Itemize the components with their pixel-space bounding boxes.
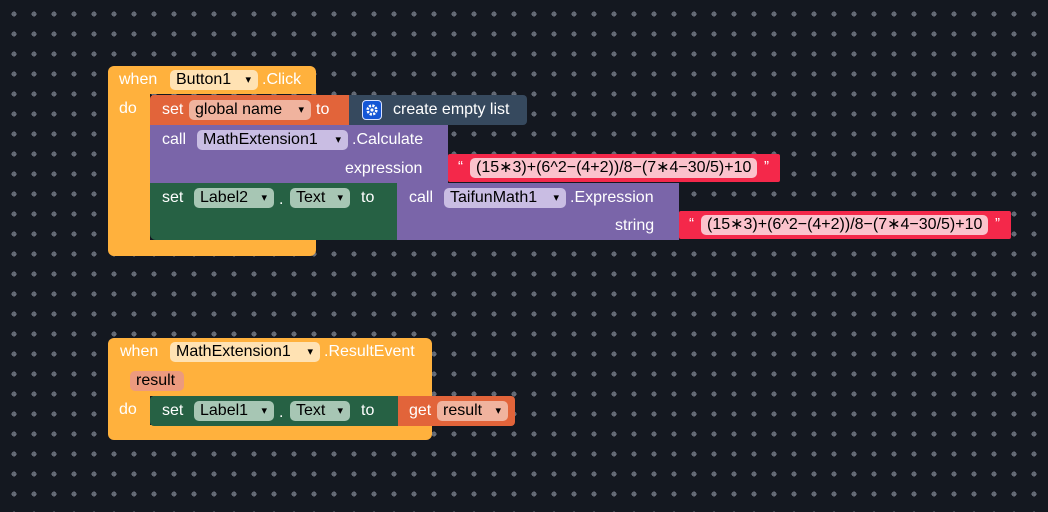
quote-open-icon: “ <box>689 215 694 232</box>
variable-dropdown-global-name[interactable]: global name <box>189 100 311 120</box>
event-block-footer <box>108 425 432 440</box>
quote-close-icon: ” <box>764 158 769 175</box>
to-label: to <box>361 189 375 206</box>
component-dropdown-label1[interactable]: Label1 <box>194 401 274 421</box>
component-dropdown-mathextension1[interactable]: MathExtension1 <box>170 342 320 362</box>
property-dropdown-text[interactable]: Text <box>290 401 350 421</box>
dot-label: . <box>279 191 284 208</box>
to-label: to <box>361 402 375 419</box>
component-dropdown-label2[interactable]: Label2 <box>194 188 274 208</box>
event-name-label: .ResultEvent <box>324 343 415 360</box>
event-param-result[interactable]: result <box>130 371 184 391</box>
variable-dropdown-result[interactable]: result <box>437 401 508 421</box>
string-param-label: string <box>615 217 655 234</box>
event-name-label: .Click <box>262 71 302 88</box>
set-label1-text-block[interactable] <box>150 396 400 426</box>
method-label-expression: .Expression <box>570 189 654 206</box>
event-block-footer <box>108 240 316 256</box>
set-label: set <box>162 189 184 206</box>
method-label-calculate: .Calculate <box>352 131 424 148</box>
component-dropdown-button1[interactable]: Button1 <box>170 70 258 90</box>
gear-icon[interactable] <box>362 100 382 120</box>
set-label2-text-block[interactable] <box>150 183 398 240</box>
when-label: when <box>119 71 158 88</box>
event-block-spine <box>108 94 150 242</box>
do-label: do <box>119 100 137 117</box>
quote-open-icon: “ <box>458 158 463 175</box>
text-field-expression[interactable]: (15∗3)+(6^2−(4+2))/8−(7∗4−30/5)+10 <box>470 158 757 178</box>
create-empty-list-label: create empty list <box>393 101 510 118</box>
component-dropdown-taifunmath1[interactable]: TaifunMath1 <box>444 188 566 208</box>
do-label: do <box>119 401 137 418</box>
get-label: get <box>409 402 432 419</box>
call-label: call <box>409 189 434 206</box>
when-label: when <box>120 343 159 360</box>
property-dropdown-text[interactable]: Text <box>290 188 350 208</box>
event-block-spine <box>108 396 150 426</box>
set-label: set <box>162 101 184 118</box>
call-label: call <box>162 131 187 148</box>
to-label: to <box>316 101 330 118</box>
text-field-string[interactable]: (15∗3)+(6^2−(4+2))/8−(7∗4−30/5)+10 <box>701 215 988 235</box>
dot-label: . <box>279 404 284 421</box>
expression-param-label: expression <box>345 160 423 177</box>
set-label: set <box>162 402 184 419</box>
quote-close-icon: ” <box>995 215 1000 232</box>
component-dropdown-mathextension1[interactable]: MathExtension1 <box>197 130 348 150</box>
